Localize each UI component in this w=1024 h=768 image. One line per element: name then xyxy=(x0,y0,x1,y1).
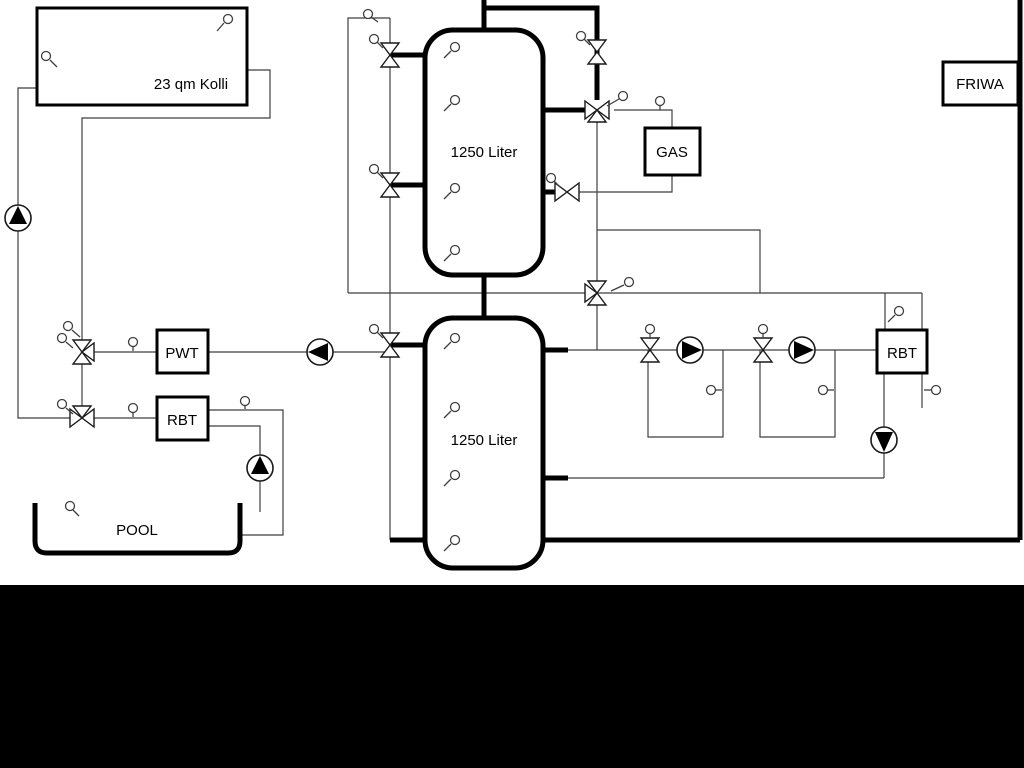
buffer-tank-top xyxy=(422,27,546,278)
sensor-tank2-2 xyxy=(449,401,461,413)
friwa-label: FRIWA xyxy=(956,76,1004,93)
sensor-tank2-4 xyxy=(449,534,461,546)
sensor-tank1-4 xyxy=(449,244,461,256)
pump-pwt-icon xyxy=(308,343,328,361)
actuator-valve-rbt xyxy=(56,398,68,410)
actuator-valve-left-top xyxy=(368,33,380,45)
pipe-heating-circuit-2 xyxy=(759,350,836,438)
pwt-box xyxy=(155,328,210,375)
sensor-circuit1 xyxy=(705,384,717,396)
valves xyxy=(69,39,774,429)
friwa-box xyxy=(941,60,1020,107)
pipe-collector-supply xyxy=(81,69,271,418)
valve-heating-circuit-2 xyxy=(752,337,774,363)
sensor-collector-left xyxy=(40,50,52,62)
sensor-tank1-1 xyxy=(449,41,461,53)
actuator-valve-left-mid xyxy=(368,163,380,175)
actuator-valve-left-bottom xyxy=(368,323,380,335)
pwt-label: PWT xyxy=(165,345,198,362)
rbt-left-box xyxy=(155,395,210,442)
pipes-thick xyxy=(390,0,1023,543)
pipe-to-gas-top xyxy=(614,109,673,128)
sensor-rbt-right-top xyxy=(893,305,905,317)
valve-tank1-left-top xyxy=(379,42,401,68)
valve-heating-circuit-1 xyxy=(639,337,661,363)
pipe-heating-circuit-1 xyxy=(647,350,724,438)
buffer-tank-bottom-label: 1250 Liter xyxy=(451,432,518,449)
sensor-manifold-top xyxy=(362,8,374,20)
pipe-to-gas-bottom xyxy=(578,175,673,193)
actuator-valve-right-top xyxy=(575,30,587,42)
actuator-valve-mixing xyxy=(623,276,635,288)
pump-circuit1-icon xyxy=(682,341,702,359)
pipe-pool-return xyxy=(208,425,261,512)
actuator-valve-pwt xyxy=(56,332,68,344)
pipe-left-riser-b xyxy=(347,17,390,293)
gas-boiler-box xyxy=(643,126,702,177)
valve-tank1-right-top xyxy=(586,39,608,65)
rbt-left-label: RBT xyxy=(167,412,197,429)
actuator-valve-gas xyxy=(617,90,629,102)
valve-mixing-threeway-branch xyxy=(584,282,599,304)
rbt-right-box xyxy=(875,328,929,375)
pipe-rbt-to-pool xyxy=(208,409,284,536)
pump-circuit2-icon xyxy=(794,341,814,359)
equipment xyxy=(32,6,1020,571)
sensors xyxy=(40,8,942,552)
collector-label: 23 qm Kolli xyxy=(154,76,228,93)
actuator-valve-circuit1 xyxy=(644,323,656,335)
labels: 23 qm Kolli 1250 Liter 1250 Liter GAS FR… xyxy=(116,76,1004,539)
sensor-tank1-3 xyxy=(449,182,461,194)
pool-label: POOL xyxy=(116,522,158,539)
pool-basin xyxy=(32,503,243,556)
sensor-circuit2 xyxy=(817,384,829,396)
valve-pwt-threeway-branch xyxy=(80,341,95,363)
valve-rbt-threeway-branch xyxy=(71,405,93,420)
valve-tank1-left-mid xyxy=(379,172,401,198)
buffer-tank-top-label: 1250 Liter xyxy=(451,144,518,161)
actuator-valve-right-mid xyxy=(545,172,557,184)
sensor-collector-top xyxy=(222,13,234,25)
valve-gas-threeway-branch xyxy=(586,108,608,123)
sensor-tank1-2 xyxy=(449,94,461,106)
pipe-staircase xyxy=(597,229,761,293)
pump-pool-icon xyxy=(251,456,269,474)
footer-bar xyxy=(0,585,1024,768)
sensor-pool xyxy=(64,500,76,512)
sensor-solar-supply xyxy=(62,320,74,332)
rbt-right-label: RBT xyxy=(887,345,917,362)
sensor-tank2-3 xyxy=(449,469,461,481)
sensor-gas-supply xyxy=(654,95,666,107)
valve-tank1-right-mid xyxy=(554,181,580,203)
pumps xyxy=(4,204,898,482)
pump-solar-icon xyxy=(9,206,27,224)
valve-tank2-left xyxy=(379,332,401,358)
sensor-pool-supply xyxy=(239,395,251,407)
gas-boiler-label: GAS xyxy=(656,144,688,161)
pump-rbt-right-icon xyxy=(875,432,893,452)
sensor-tank2-1 xyxy=(449,332,461,344)
sensor-pwt-left xyxy=(127,336,139,348)
buffer-tank-bottom xyxy=(422,315,546,571)
pipe-tank1-top-main xyxy=(484,5,600,100)
sensor-rbt-left xyxy=(127,402,139,414)
actuator-valve-circuit2 xyxy=(757,323,769,335)
collector-box xyxy=(35,6,249,107)
sensor-right-drop xyxy=(930,384,942,396)
